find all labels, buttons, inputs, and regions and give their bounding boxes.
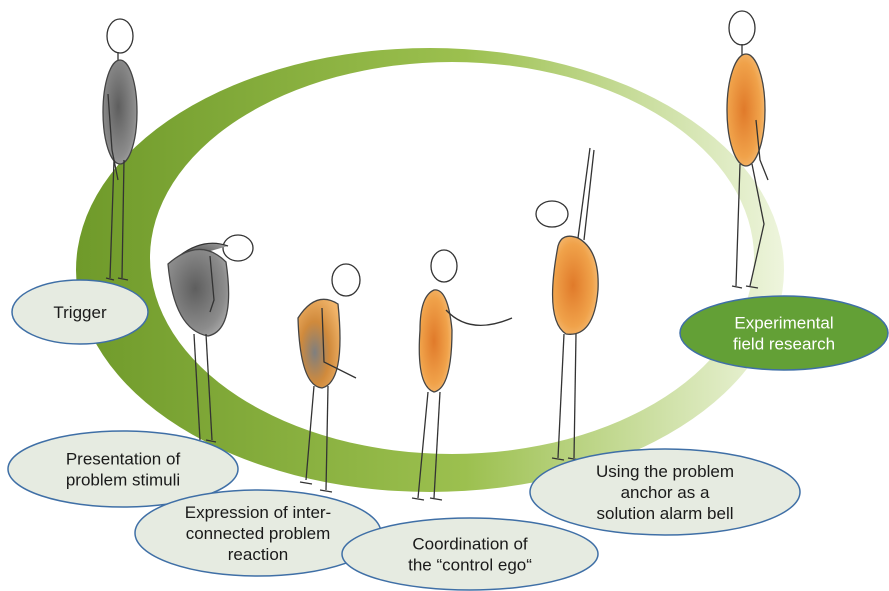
- stage-bubble-expression: Expression of inter-connected problem rea…: [135, 490, 381, 576]
- stage-label-expression-line-3: reaction: [228, 545, 288, 564]
- stage-bubble-trigger: Trigger: [12, 280, 148, 344]
- stage-label-coordination-line-2: the “control ego“: [408, 556, 532, 575]
- stage-label-anchor-line-3: solution alarm bell: [596, 504, 733, 523]
- stage-bubble-shape: [680, 296, 888, 370]
- stage-label-expression-line-2: connected problem: [186, 524, 331, 543]
- stage-bubble-field: Experimental field research: [680, 296, 888, 370]
- stage-label-trigger-line-1: Trigger: [53, 303, 107, 322]
- stage-label-anchor-line-1: Using the problem: [596, 462, 734, 481]
- stage-label-expression-line-1: Expression of inter-: [185, 503, 331, 522]
- stage-label-presentation-line-2: problem stimuli: [66, 471, 180, 490]
- stage-label-presentation-line-1: Presentation of: [66, 450, 181, 469]
- stage-label-field-line-2: field research: [733, 335, 835, 354]
- stage-label-field-line-1: Experimental: [734, 314, 833, 333]
- stage-label-anchor-line-2: anchor as a: [621, 483, 710, 502]
- stage-bubble-anchor: Using the problem anchor as a solution ala…: [530, 449, 800, 535]
- stage-label-coordination-line-1: Coordination of: [412, 535, 528, 554]
- stage-bubble-shape: [342, 518, 598, 590]
- stage-bubble-coordination: Coordination of the “control ego“: [342, 518, 598, 590]
- figure-anchor: [536, 148, 598, 460]
